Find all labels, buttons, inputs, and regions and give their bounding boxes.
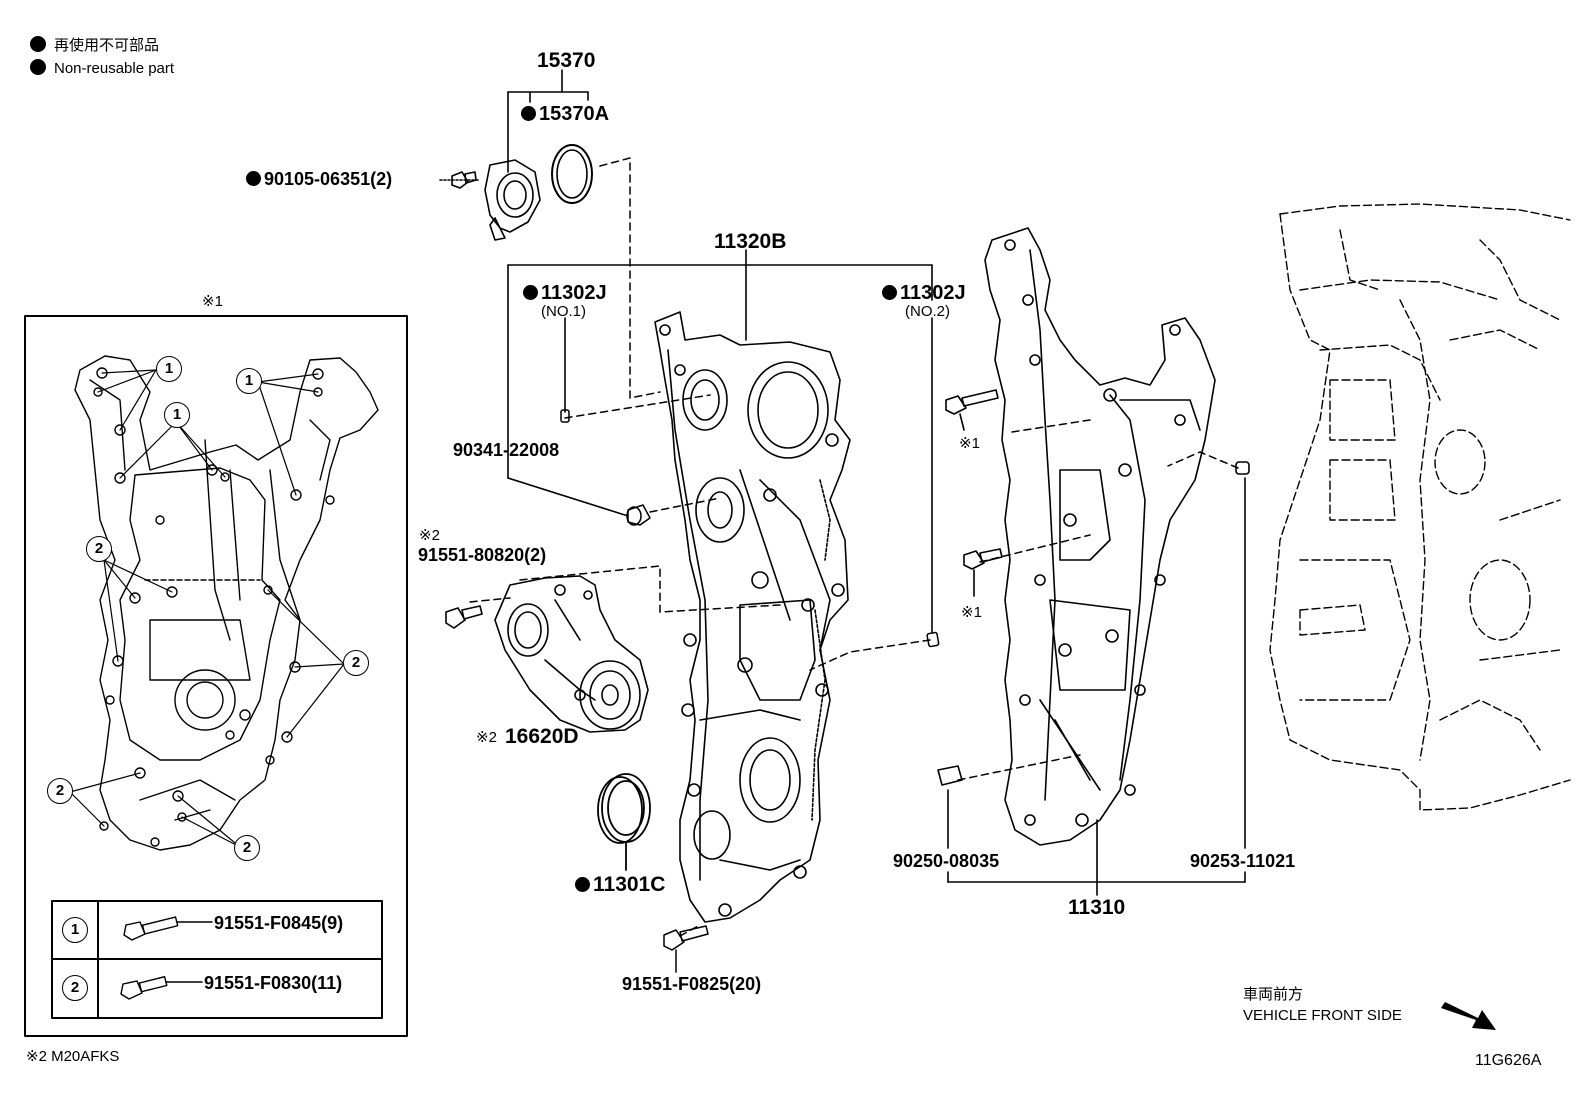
- part-label-90341: 90341-22008: [453, 440, 560, 460]
- part-label-11302j-no2: 11302J: [882, 283, 966, 303]
- part-label-16620d: 16620D: [505, 725, 579, 748]
- callout-1: 1: [236, 368, 262, 394]
- part-label-11301c: 11301C: [575, 874, 665, 895]
- callout-1: 1: [164, 402, 190, 428]
- legend-nonreusable-en: Non-reusable part: [30, 59, 174, 77]
- nonreusable-dot-icon: [30, 59, 46, 75]
- timing-chain-cover-drawing: [654, 311, 851, 923]
- note-mark-1a: ※1: [959, 435, 980, 452]
- part-11320b-leaders: [507, 249, 933, 633]
- inset-box: [24, 315, 408, 1037]
- note-mark-16620d: ※2: [476, 729, 497, 746]
- part-label-11320b: 11320B: [714, 230, 787, 253]
- tensioner-drawing: [445, 575, 649, 733]
- engine-front-cover-drawing: [937, 227, 1250, 896]
- nonreusable-dot-icon: [575, 877, 590, 892]
- vehicle-front-arrow: [1441, 1002, 1496, 1030]
- part-label-91551-f0825: 91551-F0825(20): [622, 974, 762, 994]
- part-15370-housing: [451, 144, 593, 241]
- legend-en-text: Non-reusable part: [54, 60, 175, 77]
- engine-block-drawing: [1269, 203, 1571, 811]
- nonreusable-dot-icon: [882, 285, 897, 300]
- callout-1: 1: [156, 356, 182, 382]
- footnote-m20afks: ※2 M20AFKS: [26, 1048, 120, 1065]
- bolt-table-key-2: 2: [62, 975, 88, 1001]
- part-label-15370a: 15370A: [521, 104, 609, 124]
- nonreusable-dot-icon: [523, 285, 538, 300]
- legend-jp-text: 再使用不可部品: [54, 37, 160, 54]
- note-mark-2: ※2: [419, 527, 440, 544]
- dowel-pins: [560, 409, 940, 648]
- legend-nonreusable-jp: 再使用不可部品: [30, 34, 159, 55]
- callout-2: 2: [234, 835, 260, 861]
- vehicle-front-jp: 車両前方: [1243, 986, 1304, 1003]
- inset-box-title: ※1: [202, 293, 223, 310]
- nonreusable-dot-icon: [246, 171, 261, 186]
- inset-cover-drawing: [69, 355, 379, 851]
- bolt-table-part-1: 91551-F0845(9): [214, 913, 344, 933]
- part-label-90105: 90105-06351(2): [246, 170, 392, 188]
- nonreusable-dot-icon: [521, 106, 536, 121]
- part-label-11310: 11310: [1068, 896, 1126, 919]
- part-label-91551-80820: 91551-80820(2): [418, 545, 547, 565]
- part-label-90253: 90253-11021: [1190, 851, 1296, 871]
- bolt-table-part-2: 91551-F0830(11): [204, 973, 343, 993]
- dashed-guides: [469, 157, 1239, 937]
- note-mark-1b: ※1: [961, 604, 982, 621]
- part-label-15370: 15370: [537, 49, 596, 72]
- diagram-id: 11G626A: [1475, 1052, 1542, 1069]
- part-15370-leaders: [439, 69, 589, 181]
- part-sub-no1: (NO.1): [541, 303, 586, 320]
- part-sub-no2: (NO.2): [905, 303, 950, 320]
- bolt-table-key-1: 1: [62, 917, 88, 943]
- bolt-icons: [120, 916, 213, 1000]
- callout-2: 2: [343, 650, 369, 676]
- vehicle-front-en: VEHICLE FRONT SIDE: [1243, 1007, 1402, 1024]
- part-label-11302j-no1: 11302J: [523, 283, 607, 303]
- callout-2: 2: [86, 536, 112, 562]
- bolt-f0825-drawing: [663, 925, 709, 973]
- part-label-90250: 90250-08035: [893, 851, 1000, 871]
- callout-2: 2: [47, 778, 73, 804]
- nonreusable-dot-icon: [30, 36, 46, 52]
- oil-seal-drawing: [597, 773, 651, 871]
